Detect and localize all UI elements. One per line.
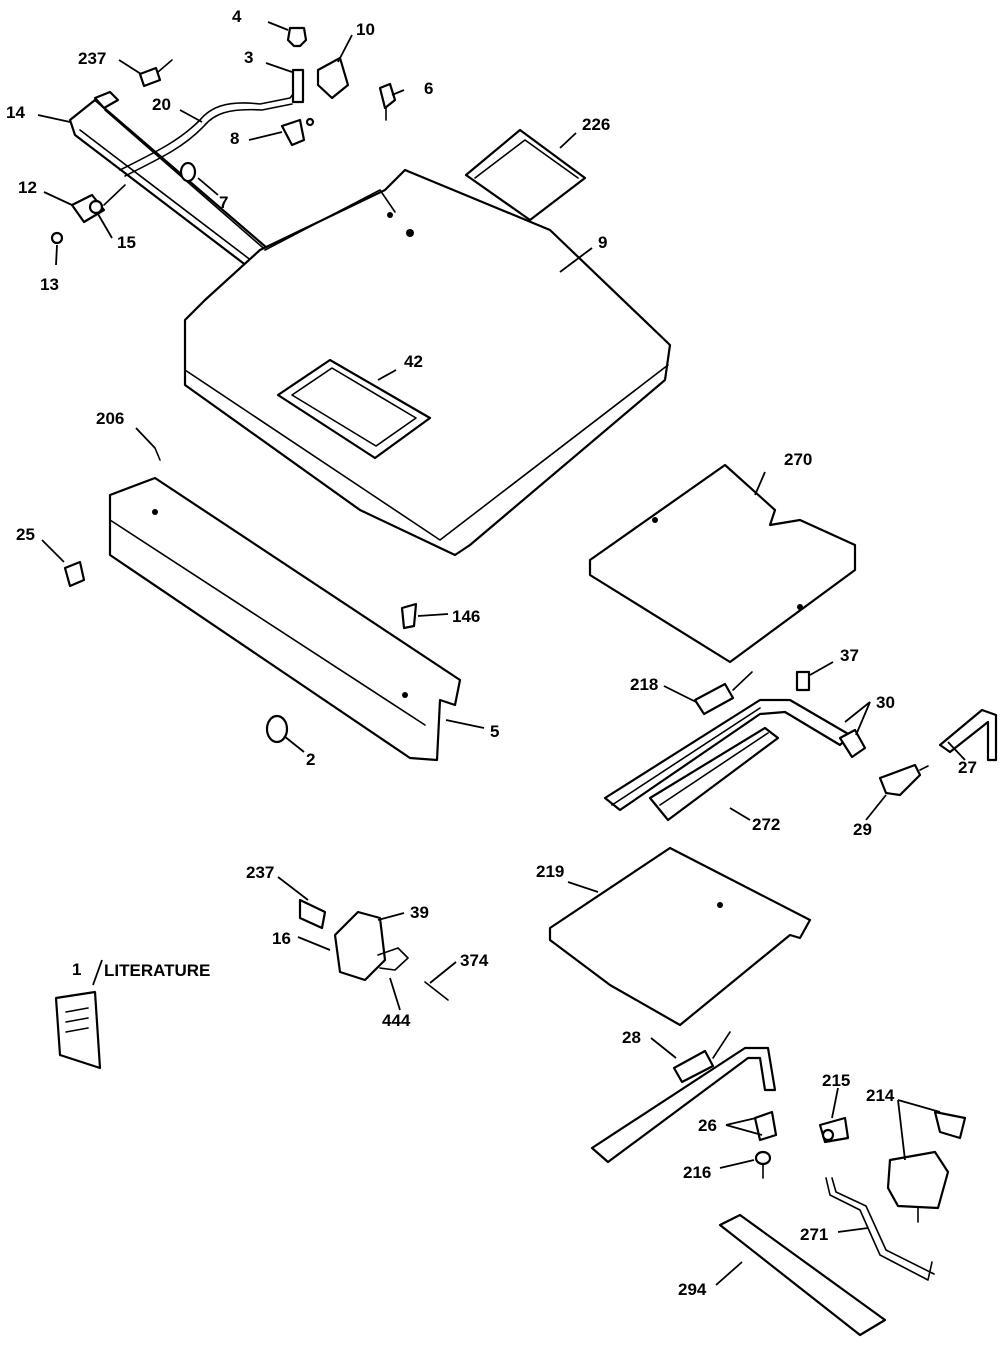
bracket-10 [316, 56, 350, 100]
clip-37 [795, 670, 811, 692]
nut-13 [50, 231, 64, 245]
label-214: 214 [866, 1086, 895, 1105]
label-146: 146 [452, 607, 480, 626]
fitting-237-top [138, 59, 173, 88]
knob-2 [265, 714, 289, 744]
label-9: 9 [598, 233, 607, 252]
spacer-7 [179, 161, 197, 183]
clip-215 [818, 1116, 850, 1144]
label-3: 3 [244, 48, 253, 67]
label-10: 10 [356, 20, 375, 39]
label-218: 218 [630, 675, 658, 694]
orifice-4 [286, 26, 308, 48]
literature-booklet-icon [54, 990, 102, 1070]
broil-burner-pipe [590, 1046, 777, 1164]
clip-146 [400, 602, 418, 630]
shutter-28 [672, 1031, 731, 1084]
bracket-26 [753, 1110, 778, 1142]
valve-12-15 [70, 184, 126, 224]
label-216: 216 [683, 1163, 711, 1182]
label-270: 270 [784, 450, 812, 469]
label-20: 20 [152, 95, 171, 114]
label-237-top: 237 [78, 49, 106, 68]
leader-lines [37, 21, 966, 1286]
label-219: 219 [536, 862, 564, 881]
clip-25-left [63, 560, 86, 588]
label-26: 26 [698, 1116, 717, 1135]
label-5: 5 [490, 722, 499, 741]
nut-216 [754, 1150, 772, 1179]
screw-206 [154, 447, 161, 461]
front-panel-5 [108, 476, 462, 762]
label-237-bottom: 237 [246, 863, 274, 882]
label-444: 444 [382, 1011, 411, 1030]
label-42: 42 [404, 352, 423, 371]
label-215: 215 [822, 1071, 850, 1090]
label-294: 294 [678, 1280, 707, 1299]
label-27: 27 [958, 758, 977, 777]
label-12: 12 [18, 178, 37, 197]
valve-assembly-39 [298, 898, 409, 982]
baffle-219 [548, 846, 812, 1027]
label-25-left: 25 [16, 525, 35, 544]
igniter-29 [878, 763, 929, 797]
shutter-218 [693, 671, 753, 716]
hood-3 [291, 68, 305, 104]
label-16: 16 [272, 929, 291, 948]
bracket-30 [838, 728, 867, 759]
label-7: 7 [219, 193, 228, 212]
main-body-panel-9 [183, 168, 672, 557]
label-206: 206 [96, 409, 124, 428]
label-30: 30 [876, 693, 895, 712]
vent-42 [276, 358, 432, 460]
burner-manifold-pipe [68, 90, 312, 302]
spark-electrode-6 [378, 82, 397, 121]
label-6: 6 [424, 79, 433, 98]
screw-374 [424, 981, 449, 1001]
label-39: 39 [410, 903, 429, 922]
bake-burner-pipe [603, 698, 852, 812]
label-14: 14 [6, 103, 25, 122]
label-15: 15 [117, 233, 136, 252]
baffle-270 [588, 463, 857, 664]
label-4: 4 [232, 7, 242, 26]
label-271: 271 [800, 1225, 828, 1244]
label-226: 226 [582, 115, 610, 134]
label-literature: LITERATURE [104, 961, 210, 980]
part-labels: 4 10 237 3 6 14 20 8 226 7 12 15 13 9 42… [6, 7, 977, 1299]
label-28: 28 [622, 1028, 641, 1047]
bracket-226 [464, 128, 587, 222]
label-374: 374 [460, 951, 489, 970]
gas-tube-271 [825, 1177, 935, 1281]
igniter-27 [938, 708, 998, 762]
label-13: 13 [40, 275, 59, 294]
shield-294 [718, 1213, 887, 1337]
shield-272 [648, 726, 780, 822]
label-272: 272 [752, 815, 780, 834]
label-2: 2 [306, 750, 315, 769]
label-1: 1 [72, 960, 81, 979]
label-29: 29 [853, 820, 872, 839]
clip-8 [280, 117, 315, 147]
label-37: 37 [840, 646, 859, 665]
label-8: 8 [230, 129, 239, 148]
pressure-regulator-214 [886, 1110, 967, 1223]
